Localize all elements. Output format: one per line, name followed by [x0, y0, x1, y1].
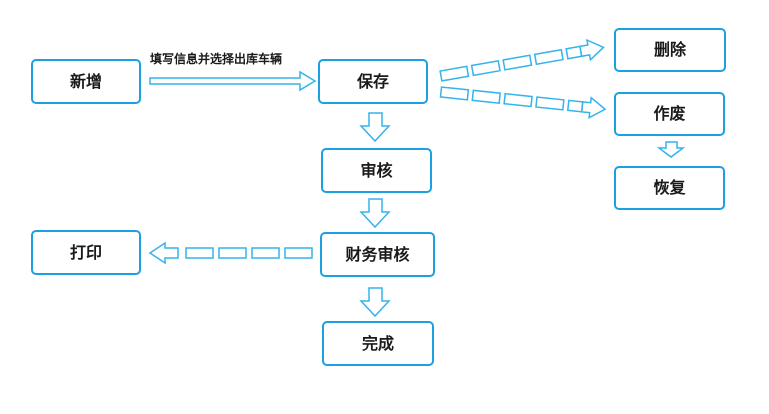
- node-delete-label: 删除: [653, 40, 686, 59]
- node-complete[interactable]: 完成: [322, 321, 434, 366]
- node-add-label: 新增: [69, 71, 102, 91]
- node-void-label: 作废: [653, 104, 686, 123]
- node-save-label: 保存: [356, 71, 389, 91]
- node-add[interactable]: 新增: [31, 59, 141, 104]
- node-review[interactable]: 审核: [321, 148, 432, 193]
- node-void[interactable]: 作废: [614, 92, 725, 136]
- arrow-review-to-finance: [359, 198, 391, 229]
- arrow-finance-to-complete: [359, 287, 391, 318]
- node-delete[interactable]: 删除: [614, 28, 726, 72]
- node-finance-review-label: 财务审核: [345, 244, 410, 264]
- node-print[interactable]: 打印: [31, 230, 141, 275]
- node-print-label: 打印: [69, 242, 102, 262]
- arrow-add-to-save: [149, 70, 317, 92]
- arrow-save-to-void: [439, 86, 607, 119]
- edge-label-add-to-save: 填写信息并选择出库车辆: [150, 52, 283, 66]
- node-restore[interactable]: 恢复: [614, 166, 725, 210]
- arrow-save-to-delete: [439, 38, 605, 82]
- node-complete-label: 完成: [361, 333, 394, 353]
- node-save[interactable]: 保存: [318, 59, 428, 104]
- node-restore-label: 恢复: [653, 178, 686, 197]
- node-review-label: 审核: [360, 160, 393, 180]
- node-finance-review[interactable]: 财务审核: [320, 232, 435, 277]
- arrow-finance-to-print: [148, 241, 313, 265]
- arrow-save-to-review: [359, 112, 391, 143]
- arrow-void-to-restore: [656, 141, 686, 158]
